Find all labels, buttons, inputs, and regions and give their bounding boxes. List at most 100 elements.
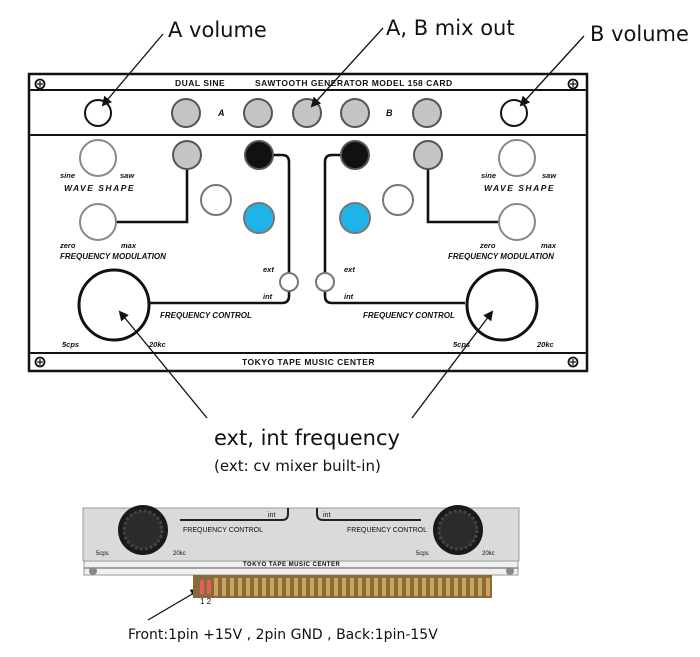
a-zero-label: zero [60, 241, 76, 250]
pcb-finger [366, 578, 370, 596]
pcb-finger [254, 578, 258, 596]
b-extra-knob [382, 184, 414, 216]
pcb-finger [478, 578, 482, 596]
b-int-label: int [344, 292, 354, 301]
b-ext-label: ext [344, 265, 355, 274]
a-output-jack-1 [171, 98, 201, 128]
pcb-finger [230, 578, 234, 596]
a-low-label: 5cps [62, 340, 80, 349]
pcb-finger [398, 578, 402, 596]
a-wave-jack [172, 140, 202, 170]
a-blue-jack [243, 202, 275, 234]
pcb-finger [406, 578, 410, 596]
pcb-finger [446, 578, 450, 596]
a-saw-label: saw [120, 171, 135, 180]
pcb-finger [382, 578, 386, 596]
b-freq-mod-knob [498, 203, 536, 241]
pcb-finger [486, 578, 490, 596]
pcb-finger [302, 578, 306, 596]
card-photo [82, 505, 520, 598]
a-ext-int-switch [279, 272, 299, 292]
a-wave-shape-label: WAVE SHAPE [64, 183, 136, 193]
photo-low-left: 5cps [96, 551, 109, 557]
a-freq-control-label: FREQUENCY CONTROL [160, 311, 252, 320]
photo-high-left: 20kc [173, 551, 186, 557]
ext-int-frequency-callout: ext, int frequency [214, 426, 400, 450]
pcb-finger [310, 578, 314, 596]
pcb-finger [342, 578, 346, 596]
b-frequency-control-knob [465, 268, 539, 342]
photo-pin-numbers: 1 2 [200, 597, 212, 606]
photo-freq-right: FREQUENCY CONTROL [347, 527, 427, 534]
b-ext-int-switch [315, 272, 335, 292]
a-frequency-control-knob [77, 268, 151, 342]
pcb-finger [462, 578, 466, 596]
b-output-jack-2 [412, 98, 442, 128]
a-freq-mod-knob [79, 203, 117, 241]
a-extra-knob [200, 184, 232, 216]
ext-int-subnote-callout: (ext: cv mixer built-in) [214, 457, 381, 475]
pcb-finger [374, 578, 378, 596]
b-sine-label: sine [481, 171, 497, 180]
pcb-finger [350, 578, 354, 596]
b-output-jack-1 [340, 98, 370, 128]
b-wave-shape-knob [498, 139, 536, 177]
b-low-label: 5cps [453, 340, 471, 349]
pcb-finger [470, 578, 474, 596]
ab-mix-out-jack [292, 98, 322, 128]
pcb-finger [262, 578, 266, 596]
pcb-finger [438, 578, 442, 596]
pcb-finger [286, 578, 290, 596]
a-freq-mod-label: FREQUENCY MODULATION [60, 252, 166, 261]
pcb-finger [246, 578, 250, 596]
pcb-finger [358, 578, 362, 596]
pcb-finger [222, 578, 226, 596]
b-blue-jack [339, 202, 371, 234]
b-volume-callout: B volume [590, 22, 689, 46]
photo-int-left: int [268, 512, 276, 519]
b-high-label: 20kc [537, 340, 554, 349]
b-black-jack [340, 140, 370, 170]
panel-title-right: SAWTOOTH GENERATOR MODEL 158 CARD [255, 78, 453, 88]
a-volume-callout: A volume [168, 18, 267, 42]
b-wave-shape-label: WAVE SHAPE [484, 183, 556, 193]
a-volume-knob [84, 99, 112, 127]
a-ext-label: ext [263, 265, 274, 274]
pcb-finger [270, 578, 274, 596]
pcb-finger [414, 578, 418, 596]
panel-footer: TOKYO TAPE MUSIC CENTER [242, 357, 376, 367]
a-wave-shape-knob [79, 139, 117, 177]
label-b: B [386, 108, 393, 118]
pcb-finger [454, 578, 458, 596]
pcb-finger [278, 578, 282, 596]
a-int-label: int [263, 292, 273, 301]
b-max-label: max [541, 241, 557, 250]
photo-low-right: 5cps [416, 551, 429, 557]
b-wave-jack [413, 140, 443, 170]
b-freq-control-label: FREQUENCY CONTROL [363, 311, 455, 320]
photo-footer: TOKYO TAPE MUSIC CENTER [243, 562, 341, 568]
pcb-finger [326, 578, 330, 596]
a-sine-label: sine [60, 171, 76, 180]
a-output-jack-2 [243, 98, 273, 128]
pcb-finger [422, 578, 426, 596]
power-pin-note: Front:1pin +15V , 2pin GND , Back:1pin-1… [128, 627, 438, 643]
pcb-finger [318, 578, 322, 596]
a-black-jack [244, 140, 274, 170]
label-a: A [218, 108, 225, 118]
pcb-finger [430, 578, 434, 596]
panel-title-left: DUAL SINE [175, 78, 226, 88]
b-volume-knob [500, 99, 528, 127]
photo-high-right: 20kc [482, 551, 495, 557]
pcb-finger [334, 578, 338, 596]
photo-int-right: int [323, 512, 331, 519]
pcb-finger [294, 578, 298, 596]
a-high-label: 20kc [149, 340, 166, 349]
photo-freq-left: FREQUENCY CONTROL [183, 527, 263, 534]
ab-mix-out-callout: A, B mix out [386, 16, 515, 40]
b-saw-label: saw [542, 171, 557, 180]
b-zero-label: zero [480, 241, 496, 250]
pcb-finger [238, 578, 242, 596]
pcb-finger [214, 578, 218, 596]
